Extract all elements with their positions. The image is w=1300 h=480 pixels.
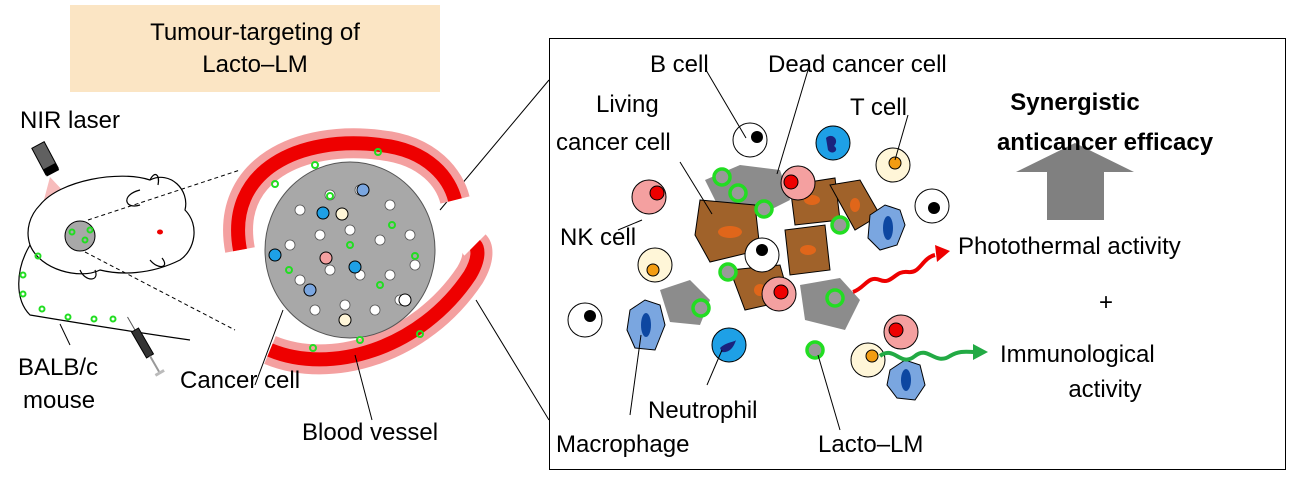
panel-illustration <box>567 122 1134 401</box>
mouse-label-line2: mouse <box>23 387 95 414</box>
photothermal-label: Photothermal activity <box>958 233 1181 260</box>
dead-cancer-cell-label: Dead cancer cell <box>768 51 947 78</box>
tumour-illustration <box>223 128 493 375</box>
efficacy-arrow-head <box>1016 143 1134 172</box>
blood-vessel-label: Blood vessel <box>302 419 438 446</box>
mouse-label-pointer <box>59 323 71 346</box>
panel-pointers <box>617 69 909 431</box>
dashed-guide-bottom <box>84 251 236 331</box>
mouse-eye <box>157 229 163 235</box>
cancer-cell-label: Cancer cell <box>180 367 300 394</box>
dashed-guide-top <box>87 169 241 221</box>
zoom-panel <box>549 38 1286 470</box>
efficacy-arrow-shaft <box>1047 172 1104 220</box>
mouse-tumour <box>64 220 96 252</box>
lacto-lm-label: Lacto–LM <box>818 431 923 458</box>
neutrophil-label: Neutrophil <box>648 397 757 424</box>
nir-laser-label: NIR laser <box>20 107 120 134</box>
living-cancer-cell-label-1: Living <box>596 91 659 118</box>
title-line-2: Lacto–LM <box>202 50 308 78</box>
mouse-illustration <box>18 173 195 341</box>
plus-sign: + <box>1099 289 1113 316</box>
title-box: Tumour-targeting of Lacto–LM <box>70 5 440 92</box>
nk-cell-label: NK cell <box>560 224 636 251</box>
photothermal-arrow <box>852 253 936 294</box>
living-cancer-cell-label-2: cancer cell <box>556 129 671 156</box>
outcome-title-line2: anticancer efficacy <box>997 129 1214 156</box>
t-cell-label: T cell <box>850 94 907 121</box>
cancer-cell-pointer <box>254 309 284 386</box>
immunological-label-2: activity <box>1068 376 1141 403</box>
title-line-1: Tumour-targeting of <box>150 18 360 46</box>
laser-device-icon <box>31 141 60 177</box>
zoom-connector-bottom <box>475 299 550 421</box>
macrophage-label: Macrophage <box>556 431 689 458</box>
b-cell-label: B cell <box>650 51 709 78</box>
outcome-title-line1: Synergistic <box>1010 89 1139 116</box>
immunological-arrow <box>878 349 976 362</box>
mouse-nanoparticles <box>19 226 117 323</box>
mouse-label-line1: BALB/c <box>18 354 98 381</box>
immunological-label-1: Immunological <box>1000 341 1155 368</box>
blood-vessel-pointer <box>354 354 373 421</box>
syringe-icon <box>127 316 165 377</box>
